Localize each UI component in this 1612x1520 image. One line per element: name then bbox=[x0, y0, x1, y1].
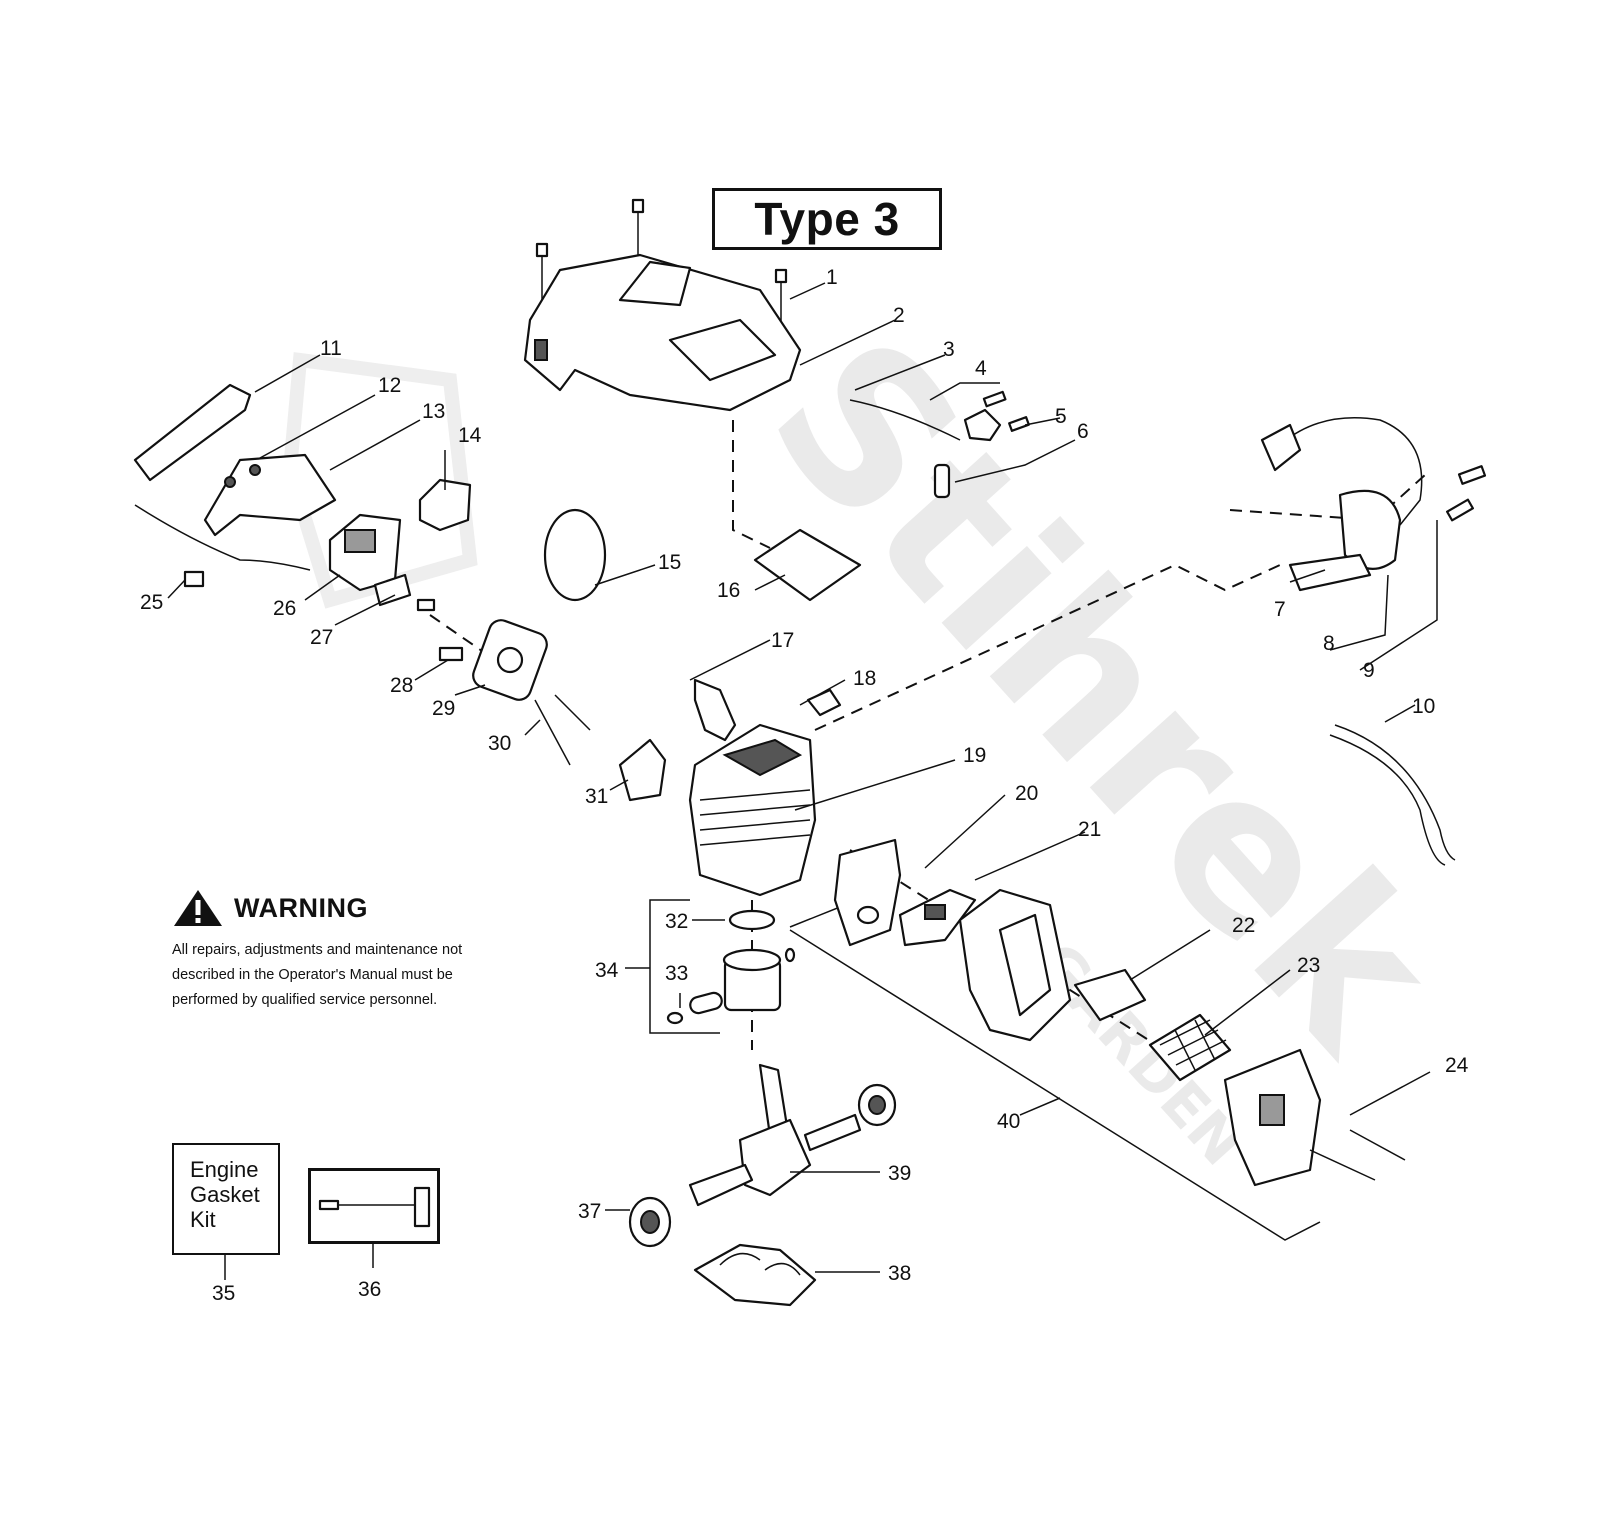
piston-kit-bracket bbox=[649, 899, 720, 1034]
cylinder-icon bbox=[688, 723, 817, 897]
part-number-25: 25 bbox=[140, 591, 163, 614]
spark-plug-icon bbox=[693, 678, 842, 742]
muffler-gaskets-icons bbox=[833, 838, 977, 947]
part-number-15: 15 bbox=[658, 551, 681, 574]
part-number-12: 12 bbox=[378, 374, 401, 397]
part-number-30: 30 bbox=[488, 732, 511, 755]
muffler-assembly-bracket bbox=[789, 904, 1321, 1241]
warning-header: WARNING bbox=[172, 888, 502, 928]
part-number-9: 9 bbox=[1363, 659, 1375, 682]
part-number-20: 20 bbox=[1015, 782, 1038, 805]
air-filter-cover-icon bbox=[133, 383, 252, 482]
part-number-13: 13 bbox=[422, 400, 445, 423]
part-number-34: 34 bbox=[595, 959, 619, 982]
tool-box bbox=[308, 1168, 440, 1244]
part-number-4: 4 bbox=[975, 357, 987, 380]
carburetor-icon bbox=[183, 513, 412, 607]
part-number-35: 35 bbox=[212, 1282, 235, 1305]
part-number-33: 33 bbox=[665, 962, 688, 985]
intake-boot-icon bbox=[418, 478, 472, 532]
crankcase-half-icon bbox=[693, 1243, 817, 1307]
part-number-5: 5 bbox=[1055, 405, 1067, 428]
part-number-14: 14 bbox=[458, 424, 482, 447]
part-number-26: 26 bbox=[273, 597, 296, 620]
part-number-10: 10 bbox=[1412, 695, 1435, 718]
ignition-module-icon bbox=[1260, 417, 1487, 592]
part-number-37: 37 bbox=[578, 1200, 601, 1223]
part-number-16: 16 bbox=[717, 579, 740, 602]
throttle-linkage-icons bbox=[134, 453, 337, 571]
part-number-21: 21 bbox=[1078, 818, 1101, 841]
cylinder-cover-icon bbox=[523, 253, 802, 412]
part-number-17: 17 bbox=[771, 629, 794, 652]
fuel-system-icons bbox=[849, 390, 1030, 499]
warning-heading: WARNING bbox=[234, 892, 368, 923]
leader-lines bbox=[167, 282, 1438, 1280]
engine-gasket-kit-box: Engine Gasket Kit bbox=[172, 1143, 280, 1255]
part-number-31: 31 bbox=[585, 785, 608, 808]
intake-gasket-ring-icon bbox=[543, 508, 607, 602]
kit-line-2: Gasket bbox=[190, 1182, 260, 1207]
kit-line-3: Kit bbox=[190, 1207, 216, 1232]
part-number-39: 39 bbox=[888, 1162, 911, 1185]
part-number-27: 27 bbox=[310, 626, 333, 649]
part-number-32: 32 bbox=[665, 910, 688, 933]
part-number-labels: 1 2 3 4 5 6 7 8 9 10 11 12 13 14 15 16 1… bbox=[140, 266, 1469, 1305]
part-number-28: 28 bbox=[390, 674, 413, 697]
part-number-36: 36 bbox=[358, 1278, 381, 1301]
part-number-7: 7 bbox=[1274, 598, 1286, 621]
part-number-24: 24 bbox=[1445, 1054, 1469, 1077]
cover-plate-icon bbox=[753, 528, 862, 602]
part-number-1: 1 bbox=[826, 266, 838, 289]
diagram-title: Type 3 bbox=[712, 188, 942, 250]
warning-triangle-icon bbox=[174, 890, 222, 926]
part-number-3: 3 bbox=[943, 338, 955, 361]
muffler-body-icon bbox=[958, 888, 1147, 1042]
part-number-40: 40 bbox=[997, 1110, 1020, 1133]
part-number-11: 11 bbox=[320, 337, 342, 360]
piston-icons bbox=[666, 909, 796, 1025]
intake-flange-icon bbox=[416, 598, 591, 766]
part-number-2: 2 bbox=[893, 304, 905, 327]
muffler-cover-icon bbox=[1223, 1048, 1406, 1187]
part-number-22: 22 bbox=[1232, 914, 1255, 937]
part-number-23: 23 bbox=[1297, 954, 1320, 977]
crankshaft-icon bbox=[628, 1063, 897, 1248]
part-number-8: 8 bbox=[1323, 632, 1335, 655]
part-number-29: 29 bbox=[432, 697, 455, 720]
warning-notice: WARNING All repairs, adjustments and mai… bbox=[172, 888, 502, 1013]
cover-bolt-icons bbox=[535, 198, 788, 322]
part-number-38: 38 bbox=[888, 1262, 911, 1285]
warning-text: All repairs, adjustments and maintenance… bbox=[172, 942, 463, 1008]
part-number-19: 19 bbox=[963, 744, 986, 767]
tool-icon bbox=[318, 1186, 431, 1228]
kit-line-1: Engine bbox=[190, 1157, 259, 1182]
wire-harness-icon bbox=[1329, 724, 1456, 866]
part-number-6: 6 bbox=[1077, 420, 1089, 443]
cylinder-gasket-icon bbox=[618, 738, 667, 802]
part-number-18: 18 bbox=[853, 667, 876, 690]
